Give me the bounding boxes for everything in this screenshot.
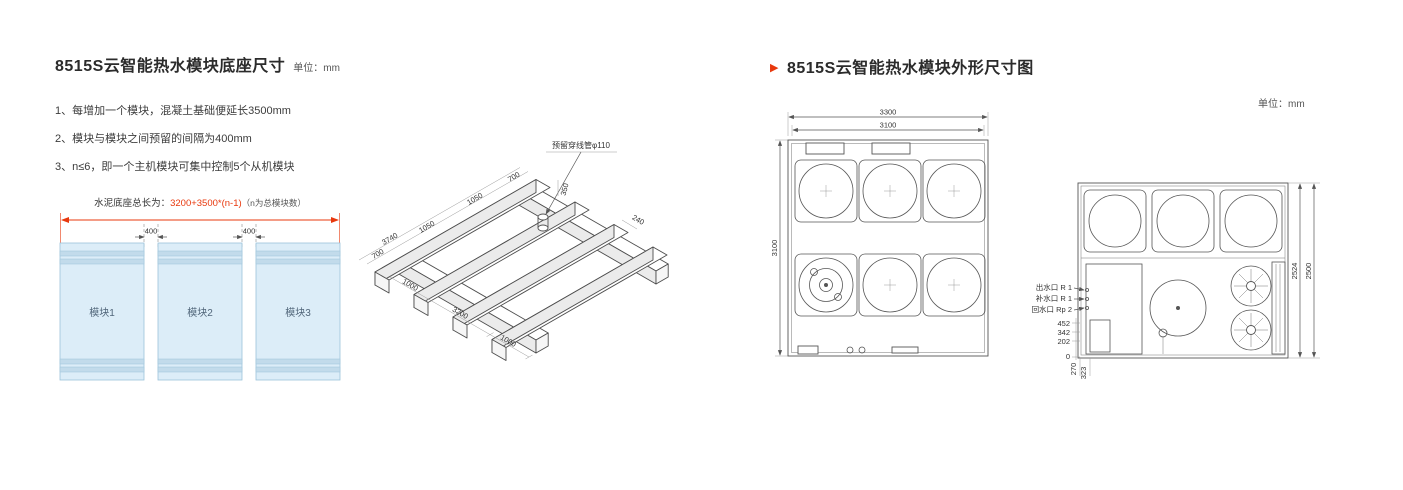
outline-section-title: ▶ 8515S云智能热水模块外形尺寸图 (770, 54, 1034, 78)
module-block-1: 模块1 (59, 242, 145, 381)
dim-3100-width: 3100 (880, 121, 897, 130)
tank-cell (1151, 189, 1215, 253)
module-block-3: 模块3 (255, 242, 341, 381)
conduit-callout: 预留穿线管φ110 (545, 140, 617, 215)
tank-cell (1219, 189, 1283, 253)
gap-dim-label-2: 400 (243, 227, 256, 236)
base-isometric-diagram: 预留穿线管φ110 3740 700 1050 1050 700 350 240 (358, 140, 669, 361)
conduit-pipe (537, 213, 549, 232)
total-length-dimension (60, 213, 340, 243)
dim-270: 270 (1069, 363, 1078, 376)
top-view-cabinet (787, 139, 989, 357)
front-view-cabinet (1077, 182, 1289, 359)
outlet-port (1085, 288, 1090, 293)
dim-350: 350 (559, 182, 571, 196)
dim-452: 452 (1057, 319, 1070, 328)
electrical-box-1 (805, 142, 845, 155)
note-1: 1、每增加一个模块，混凝土基础便延长3500mm (55, 105, 291, 117)
base-section-title: 8515S云智能热水模块底座尺寸 单位：mm (55, 52, 340, 76)
dim-1050-b: 1050 (465, 191, 484, 207)
tank-cell (1083, 189, 1147, 253)
fan-icon (1230, 309, 1272, 351)
dim-202: 202 (1057, 337, 1070, 346)
module-front-view: 2524 2500 出水口 R 1 补水口 R 1 回水口 Rp 2 452 3… (1032, 182, 1320, 380)
section-bullet-icon: ▶ (770, 62, 779, 74)
dim-3100-depth: 3100 (772, 240, 779, 257)
fan-icon (1230, 265, 1272, 307)
tank-cell (858, 159, 922, 223)
base-rail-1 (396, 252, 549, 354)
dim-2500: 2500 (1304, 263, 1313, 280)
base-beam-1 (374, 179, 551, 294)
refill-port (1085, 296, 1090, 301)
dim-1050-a: 1050 (417, 219, 436, 235)
conduit-label: 预留穿线管φ110 (552, 140, 610, 150)
port-label-outlet: 出水口 R 1 (1036, 282, 1072, 292)
port-label-return: 回水口 Rp 2 (1032, 304, 1072, 314)
tank-cell (922, 253, 986, 317)
base-rail-2 (516, 183, 669, 285)
dim-240: 240 (631, 213, 646, 227)
dim-3740: 3740 (380, 231, 399, 247)
dim-0: 0 (1066, 352, 1070, 361)
port-label-refill: 补水口 R 1 (1036, 293, 1072, 303)
note-2: 2、模块与模块之间预留的间隔为400mm (55, 133, 252, 145)
port-callouts: 出水口 R 1 补水口 R 1 回水口 Rp 2 (1032, 282, 1085, 314)
electrical-box-2 (871, 142, 911, 155)
lower-tank (1149, 279, 1207, 354)
module-2-label: 模块2 (187, 307, 213, 319)
note-3: 3、n≤6，即一个主机模块可集中控制5个从机模块 (55, 161, 295, 173)
fan-column (1230, 261, 1286, 355)
compressor-cell (794, 253, 858, 317)
base-notes: 1、每增加一个模块，混凝土基础便延长3500mm 2、模块与模块之间预留的间隔为… (55, 97, 295, 181)
tank-cell (858, 253, 922, 317)
bottom-pipe-connections (797, 345, 919, 355)
base-plan-diagram: 400 400 模块1 模块2 (59, 213, 341, 381)
tank-cell (922, 159, 986, 223)
height-dimensions: 2524 2500 (1288, 182, 1320, 359)
module-top-view: 3300 3100 3100 (772, 108, 989, 357)
return-port (1085, 305, 1090, 310)
dim-2524: 2524 (1290, 263, 1299, 280)
dim-700-a: 700 (370, 247, 385, 261)
pipe-stub (1158, 328, 1168, 338)
control-panel (1085, 263, 1143, 355)
dim-323: 323 (1079, 367, 1088, 380)
base-beam-3 (452, 224, 629, 339)
side-grille (1271, 261, 1286, 355)
module-block-2: 模块2 (157, 242, 243, 381)
base-title-text: 8515S云智能热水模块底座尺寸 (55, 58, 286, 75)
total-length-prefix: 水泥底座总长为： (94, 198, 171, 209)
module-1-label: 模块1 (89, 307, 115, 319)
outline-unit-label: 单位：mm (1258, 99, 1305, 110)
total-length-formula: 3200+3500*(n-1) (170, 198, 242, 209)
total-length-label: 水泥底座总长为：3200+3500*(n-1)（n为总模块数） (58, 195, 342, 209)
total-length-note: （n为总模块数） (241, 198, 306, 208)
base-unit-label: 单位：mm (293, 63, 340, 74)
dim-3300: 3300 (880, 108, 897, 117)
module-3-label: 模块3 (285, 307, 311, 319)
bottom-offset-dimensions: 270 323 (1069, 358, 1091, 380)
outline-title-text: 8515S云智能热水模块外形尺寸图 (786, 60, 1034, 77)
top-view-dimensions: 3300 3100 3100 (772, 108, 989, 357)
gap-dim-label-1: 400 (145, 227, 158, 236)
dim-700-b: 700 (506, 170, 521, 184)
port-height-dimensions: 452 342 202 0 (1057, 318, 1080, 361)
base-beam-4 (491, 246, 668, 361)
dim-342: 342 (1057, 328, 1070, 337)
tank-cell (794, 159, 858, 223)
